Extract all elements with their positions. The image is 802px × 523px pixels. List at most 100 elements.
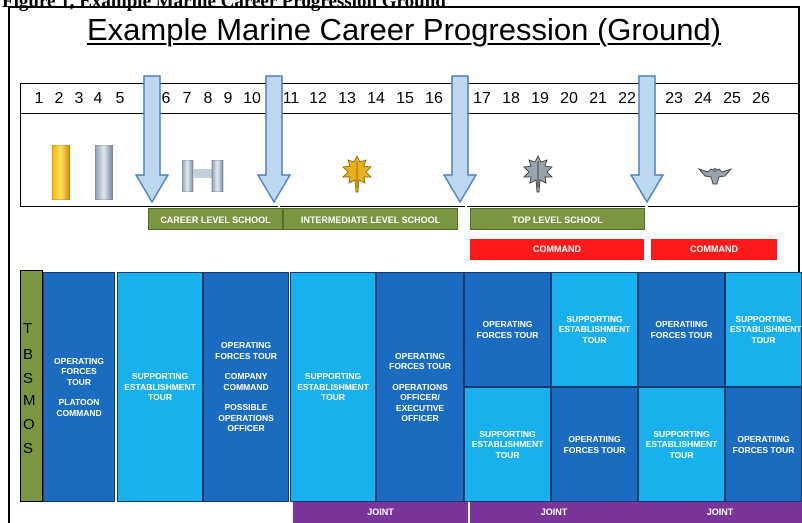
year-label: 4	[93, 90, 103, 107]
tour-block-line: COMPANY	[224, 371, 268, 382]
year-label: 7	[182, 90, 192, 107]
tour-block-line: ESTABLISHMENT	[645, 439, 718, 450]
gold-bar-icon	[52, 145, 70, 200]
year-label: 23	[665, 90, 683, 107]
year-label: 26	[752, 90, 770, 107]
year-label: 22	[618, 90, 636, 107]
tour-block-line: ESTABLISHMENT	[471, 439, 544, 450]
year-label: 9	[223, 90, 233, 107]
tour-block-line: OPERATIONS	[392, 381, 448, 392]
tour-block-line: OPERATIING	[737, 434, 790, 444]
tour-block-line: ESTABLISHMENT	[558, 324, 631, 335]
year-label: 21	[589, 90, 607, 107]
joint-bar: JOINT	[638, 502, 802, 523]
year-label: 25	[723, 90, 741, 107]
year-label: 6	[161, 90, 171, 107]
tour-block-line: SUPPORTING	[479, 428, 536, 439]
year-label: 10	[243, 90, 261, 107]
years-timeline: 1 2 3 4 5 6 7 8 9 10 11 12 13 14 15 16 1…	[20, 83, 800, 113]
insignia-row	[20, 113, 800, 207]
tour-block-line: FORCES	[61, 366, 97, 377]
gold-oak-leaf-icon	[342, 155, 372, 193]
page-title: Example Marine Career Progression (Groun…	[86, 12, 722, 47]
tour-block-line: OPERATING	[395, 350, 445, 361]
down-arrow-icon	[630, 75, 664, 203]
joint-bar: JOINT	[293, 502, 468, 523]
year-label: 3	[74, 90, 84, 107]
tour-block-line: COMMAND	[56, 407, 102, 418]
tour-block-line: ESTABLISHMENT	[730, 324, 802, 335]
tour-block-line: SUPPORTING	[304, 371, 362, 382]
tour-block-line: OPERATING	[54, 355, 104, 366]
tbs-letter: B	[23, 346, 34, 363]
tour-block-line: FORCES TOUR	[476, 329, 539, 340]
year-label: 5	[115, 90, 125, 107]
tour-block-line: TOUR	[495, 449, 520, 460]
year-label: 15	[396, 90, 414, 107]
tour-block-line: TOUR	[148, 392, 172, 403]
top-level-school-bar: TOP LEVEL SCHOOL	[470, 208, 645, 230]
tbs-letter: T	[23, 320, 33, 337]
tour-block-line: EXECUTIVE	[395, 402, 445, 413]
tour-block-line: FORCES TOUR	[650, 329, 713, 340]
tour-block-line	[381, 372, 459, 382]
tour-block-line: OPERATIONS	[218, 412, 274, 423]
tour-block-line: OFFICER	[227, 423, 265, 434]
year-label: 8	[203, 90, 213, 107]
year-label: 20	[560, 90, 578, 107]
tour-block-line	[208, 361, 284, 371]
tour-block-line: PLATOON	[58, 397, 100, 408]
year-label: 13	[338, 90, 356, 107]
joint-bar: JOINT	[470, 502, 638, 523]
year-label: 2	[54, 90, 64, 107]
command-bar: COMMAND	[651, 239, 777, 260]
tour-block-line: COMMAND	[223, 381, 269, 392]
year-label: 18	[502, 90, 520, 107]
tour-block-line: SUPPORTING	[735, 313, 792, 324]
tbs-letter: S	[23, 370, 34, 387]
tour-block-line: SUPPORTING	[653, 428, 710, 439]
down-arrow-icon	[257, 75, 291, 203]
tour-block-line: FORCES TOUR	[215, 350, 277, 361]
tour-block-line: TOUR	[669, 449, 694, 460]
tour-block-line	[208, 392, 284, 402]
year-label: 1	[34, 90, 44, 107]
tour-block-line: OFFICER/	[400, 392, 440, 402]
tour-block-line: FORCES TOUR	[732, 444, 795, 455]
year-label: 19	[531, 90, 549, 107]
tour-block-line: OPERATING	[482, 319, 533, 329]
tbs-letter: M	[23, 392, 36, 409]
eagle-icon	[698, 168, 732, 185]
year-label: 12	[309, 90, 327, 107]
command-bar: COMMAND	[470, 239, 644, 260]
tour-block-line: OPERATIING	[568, 434, 621, 444]
year-label: 17	[473, 90, 491, 107]
career-level-school-bar: CAREER LEVEL SCHOOL	[148, 208, 283, 230]
figure-caption: Figure 1, Example Marine Career Progress…	[2, 0, 446, 11]
tour-block-line	[48, 387, 110, 397]
tour-block-line: TOUR	[751, 334, 776, 345]
tbs-mos-column: T B S M O S	[20, 270, 43, 502]
year-label: 24	[694, 90, 712, 107]
tbs-letter: S	[23, 440, 34, 457]
tour-block-line: OPERATING	[221, 340, 271, 351]
year-label: 14	[367, 90, 385, 107]
tour-block-line: SUPPORTING	[566, 313, 623, 324]
down-arrow-icon	[443, 75, 477, 203]
intermediate-level-school-bar: INTERMEDIATE LEVEL SCHOOL	[283, 208, 458, 230]
tour-block-line: SUPPORTING	[131, 371, 189, 382]
tour-block-line: OPERATIING	[655, 319, 708, 329]
silver-oak-leaf-icon	[523, 155, 553, 193]
tour-block-line: TOUR	[582, 334, 607, 345]
